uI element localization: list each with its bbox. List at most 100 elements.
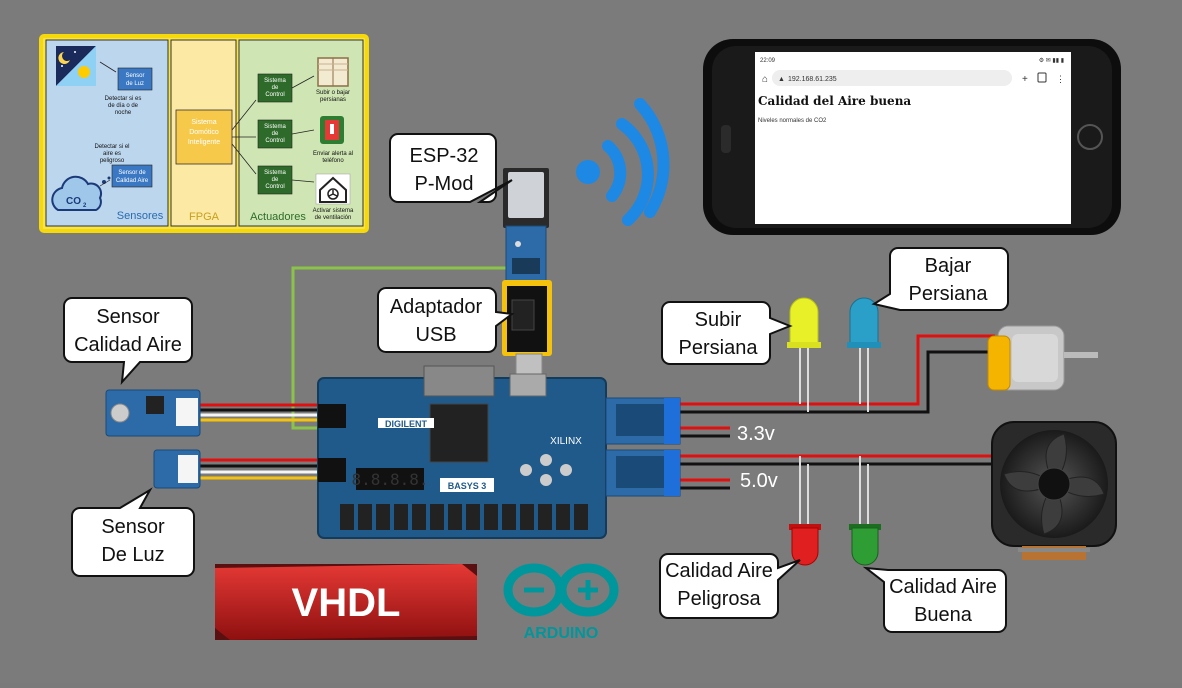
callout-usb: Adaptador USB xyxy=(378,288,512,352)
esp32-label-2: P-Mod xyxy=(415,173,474,195)
callout-danger-air: Calidad Aire Peligrosa xyxy=(660,554,800,618)
usb-label-2: USB xyxy=(415,324,456,346)
callout-raise-blind: Subir Persiana xyxy=(662,302,790,364)
light-sensor-label-2: De Luz xyxy=(101,544,164,566)
voltage-3v3-label: 3.3v xyxy=(737,423,775,445)
arduino-logo-text: ARDUINO xyxy=(524,625,599,642)
callout-lower-blind: Bajar Persiana xyxy=(874,248,1008,310)
lower-blind-label-1: Bajar xyxy=(925,255,972,277)
block-diagram: Sensor de Luz Detectar si es de día o de… xyxy=(41,36,367,231)
air-sensor-label-2: Calidad Aire xyxy=(74,334,182,356)
air-quality-sensor-module xyxy=(106,390,200,436)
esp32-module xyxy=(503,168,549,284)
danger-air-label-2: Peligrosa xyxy=(677,588,761,610)
raise-blind-label-2: Persiana xyxy=(679,337,759,359)
svg-text:Control: Control xyxy=(265,184,284,190)
ventilation-house-icon xyxy=(316,174,350,204)
actuator-3-label-2: de ventilación xyxy=(315,215,352,221)
air-desc-1: Detectar si el xyxy=(94,144,129,150)
led-yellow xyxy=(787,298,821,412)
control-block-3: Sistema de Control xyxy=(258,166,292,194)
control-block-1: Sistema de Control xyxy=(258,74,292,102)
co2-text: CO xyxy=(66,196,81,207)
basys3-board: DIGILENT XILINX 8.8.8.8. BASYS 3 xyxy=(318,366,606,538)
day-night-icon xyxy=(56,46,96,86)
callout-light-sensor: Sensor De Luz xyxy=(72,490,194,576)
arduino-logo: ARDUINO xyxy=(508,568,614,642)
fpga-block-label-3: Inteligente xyxy=(188,139,220,146)
actuator-2-label-2: teléfono xyxy=(322,158,344,164)
alert-phone-icon xyxy=(320,116,344,144)
dc-motor xyxy=(988,326,1098,390)
svg-text:Sistema: Sistema xyxy=(264,124,286,130)
fpga-block-label-2: Domótico xyxy=(189,129,219,136)
air-sensor-block-label: Sensor de xyxy=(118,170,146,176)
wifi-icon xyxy=(576,104,663,220)
light-sensor-label-1: Sensor xyxy=(101,516,165,538)
voltage-5v0-label: 5.0v xyxy=(740,470,778,492)
relay-module-2 xyxy=(606,450,680,496)
warning-icon: ▲ xyxy=(778,76,785,83)
fpga-block-label-1: Sistema xyxy=(191,119,216,126)
lower-blind-label-2: Persiana xyxy=(909,283,989,305)
actuator-3-label-1: Activar sistema xyxy=(313,208,354,214)
led-green xyxy=(849,456,881,565)
sensors-title: Sensores xyxy=(117,210,164,222)
blinds-icon xyxy=(318,58,348,86)
light-desc-3: noche xyxy=(115,110,132,116)
smartphone: 22:09 ⚙ ✉ ▮▮ ▮ ⌂ ▲ 192.168.61.235 + ⋮ Ca… xyxy=(703,39,1121,235)
air-sensor-block-label-2: Calidad Aire xyxy=(116,178,149,184)
danger-air-label-1: Calidad Aire xyxy=(665,560,773,582)
light-sensor-block-label: Sensor xyxy=(125,73,144,79)
usb-label-1: Adaptador xyxy=(390,296,483,318)
svg-text:Sistema: Sistema xyxy=(264,170,286,176)
phone-heading: Calidad del Aire buena xyxy=(758,94,911,108)
control-block-2: Sistema de Control xyxy=(258,120,292,148)
phone-body-text: Niveles normales de CO2 xyxy=(758,118,827,124)
svg-text:de: de xyxy=(272,85,279,91)
actuators-title: Actuadores xyxy=(250,211,306,223)
url-text: 192.168.61.235 xyxy=(788,76,837,83)
callout-esp32: ESP-32 P-Mod xyxy=(390,134,512,202)
svg-text:de: de xyxy=(272,131,279,137)
air-desc-2: aire es xyxy=(103,151,121,157)
led-blue xyxy=(847,298,881,412)
relay-module-1 xyxy=(606,398,680,444)
air-desc-3: peligroso xyxy=(100,158,125,164)
actuator-1-label-1: Subir o bajar xyxy=(316,90,350,96)
actuator-1-label-2: persianas xyxy=(320,97,346,103)
vhdl-logo-text: VHDL xyxy=(292,581,401,625)
callout-air-sensor: Sensor Calidad Aire xyxy=(64,298,192,382)
phone-time: 22:09 xyxy=(760,58,776,64)
esp32-label-1: ESP-32 xyxy=(410,145,479,167)
usb-adapter xyxy=(502,280,552,380)
cpu-fan-cooler xyxy=(992,422,1116,560)
phone-status-icons: ⚙ ✉ ▮▮ ▮ xyxy=(1039,57,1064,64)
menu-dots-icon[interactable]: ⋮ xyxy=(1056,74,1065,84)
home-icon[interactable]: ⌂ xyxy=(762,74,768,85)
board-brand: DIGILENT xyxy=(385,419,428,429)
board-name: BASYS 3 xyxy=(448,481,487,491)
fpga-title: FPGA xyxy=(189,211,220,223)
good-air-label-2: Buena xyxy=(914,604,973,626)
led-red xyxy=(789,456,821,565)
vhdl-logo: VHDL xyxy=(215,564,477,640)
callout-good-air: Calidad Aire Buena xyxy=(866,568,1006,632)
good-air-label-1: Calidad Aire xyxy=(889,576,997,598)
svg-text:de: de xyxy=(272,177,279,183)
light-sensor-block-label-2: de Luz xyxy=(126,81,144,87)
actuator-2-label-1: Enviar alerta al xyxy=(313,151,353,157)
svg-text:Control: Control xyxy=(265,92,284,98)
seven-segment-digits: 8.8.8.8. xyxy=(351,470,428,489)
light-desc-2: de día o de xyxy=(108,103,139,109)
light-desc-1: Detectar si es xyxy=(105,96,142,102)
board-xilinx-label: XILINX xyxy=(550,436,582,447)
svg-text:Sistema: Sistema xyxy=(264,78,286,84)
light-sensor-module xyxy=(154,450,200,488)
air-sensor-label-1: Sensor xyxy=(96,306,160,328)
new-tab-icon[interactable]: + xyxy=(1022,74,1028,85)
raise-blind-label-1: Subir xyxy=(695,309,742,331)
svg-text:Control: Control xyxy=(265,138,284,144)
